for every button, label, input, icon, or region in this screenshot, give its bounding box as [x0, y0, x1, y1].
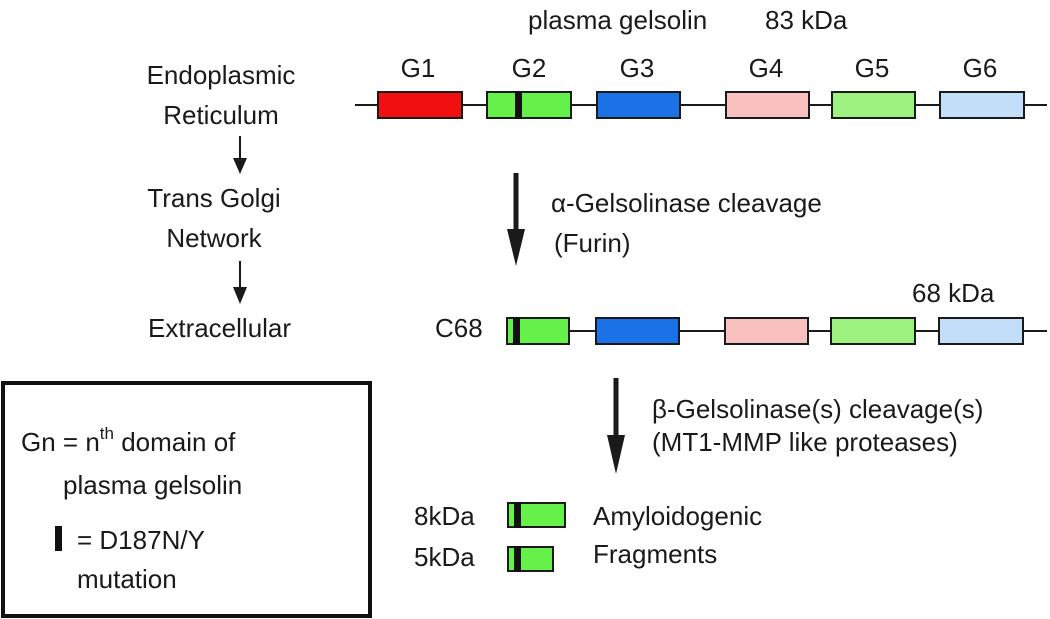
- location-extracellular: Extracellular: [148, 313, 291, 343]
- fragment-8kda-label: 8kDa: [414, 501, 475, 531]
- domain-g6: [939, 91, 1025, 119]
- beta-cleavage-text: -Gelsolinase(s) cleavage(s): [667, 394, 983, 424]
- protein-title: plasma gelsolin: [528, 5, 707, 35]
- full-mass-label: 83 kDa: [765, 5, 848, 35]
- alpha-symbol: α: [551, 188, 566, 218]
- domain-g5: [831, 91, 916, 119]
- domain-label-g6: G6: [963, 53, 998, 83]
- fragments-label-line2: Fragments: [593, 539, 717, 569]
- fragment-5kda-label: 5kDa: [414, 542, 475, 572]
- domain-label-g1: G1: [401, 53, 436, 83]
- legend-gn-suffix: domain of: [114, 427, 236, 457]
- domain-label-g4: G4: [749, 53, 784, 83]
- c68-mutation-marker: [513, 317, 520, 345]
- c68-label: C68: [435, 313, 483, 343]
- c68-domain-g3: [595, 317, 680, 345]
- mutation-marker: [515, 91, 522, 119]
- domain-g2: [486, 91, 572, 119]
- domain-g3: [596, 91, 681, 119]
- beta-symbol: β: [652, 394, 667, 424]
- legend-box: [1, 381, 372, 618]
- domain-label-g3: G3: [620, 53, 655, 83]
- fragment-8kda-mutation: [514, 502, 521, 528]
- domain-label-g5: G5: [855, 53, 890, 83]
- fragment-5kda-mutation: [514, 546, 521, 572]
- location-golgi-line1: Trans Golgi: [147, 183, 280, 213]
- er-to-golgi-arrowhead: [233, 158, 247, 174]
- legend-gn-line1: Gn = nth domain of: [21, 424, 236, 457]
- alpha-cleavage-label: α-Gelsolinase cleavage: [551, 188, 822, 218]
- golgi-to-extracellular-arrowhead: [233, 287, 247, 304]
- legend-mutation-line2: mutation: [77, 564, 177, 594]
- legend-mutation-line1: = D187N/Y: [77, 525, 205, 555]
- c68-domain-g5: [830, 317, 916, 345]
- alpha-enzyme-label: (Furin): [554, 228, 631, 258]
- c68-domain-g4: [724, 317, 809, 345]
- legend-gn-prefix: Gn = n: [21, 427, 100, 457]
- c68-domain-g6: [938, 317, 1024, 345]
- legend-mutation-marker: [55, 526, 62, 551]
- alpha-cleavage-text: -Gelsolinase cleavage: [566, 188, 822, 218]
- domain-g4: [725, 91, 810, 119]
- beta-enzyme-label: (MT1-MMP like proteases): [652, 427, 958, 457]
- location-golgi-line2: Network: [166, 223, 262, 253]
- location-er-line2: Reticulum: [163, 100, 279, 130]
- beta-cleavage-label: β-Gelsolinase(s) cleavage(s): [652, 394, 983, 424]
- alpha-cleavage-arrowhead: [507, 229, 525, 266]
- location-er-line1: Endoplasmic: [147, 60, 296, 90]
- fragments-label-line1: Amyloidogenic: [593, 501, 762, 531]
- domain-label-g2: G2: [512, 53, 547, 83]
- beta-cleavage-arrowhead: [607, 435, 625, 474]
- cleaved-mass-label: 68 kDa: [912, 278, 995, 308]
- domain-g1: [377, 91, 463, 119]
- legend-gn-superscript: th: [100, 424, 114, 443]
- legend-gn-line2: plasma gelsolin: [63, 470, 242, 500]
